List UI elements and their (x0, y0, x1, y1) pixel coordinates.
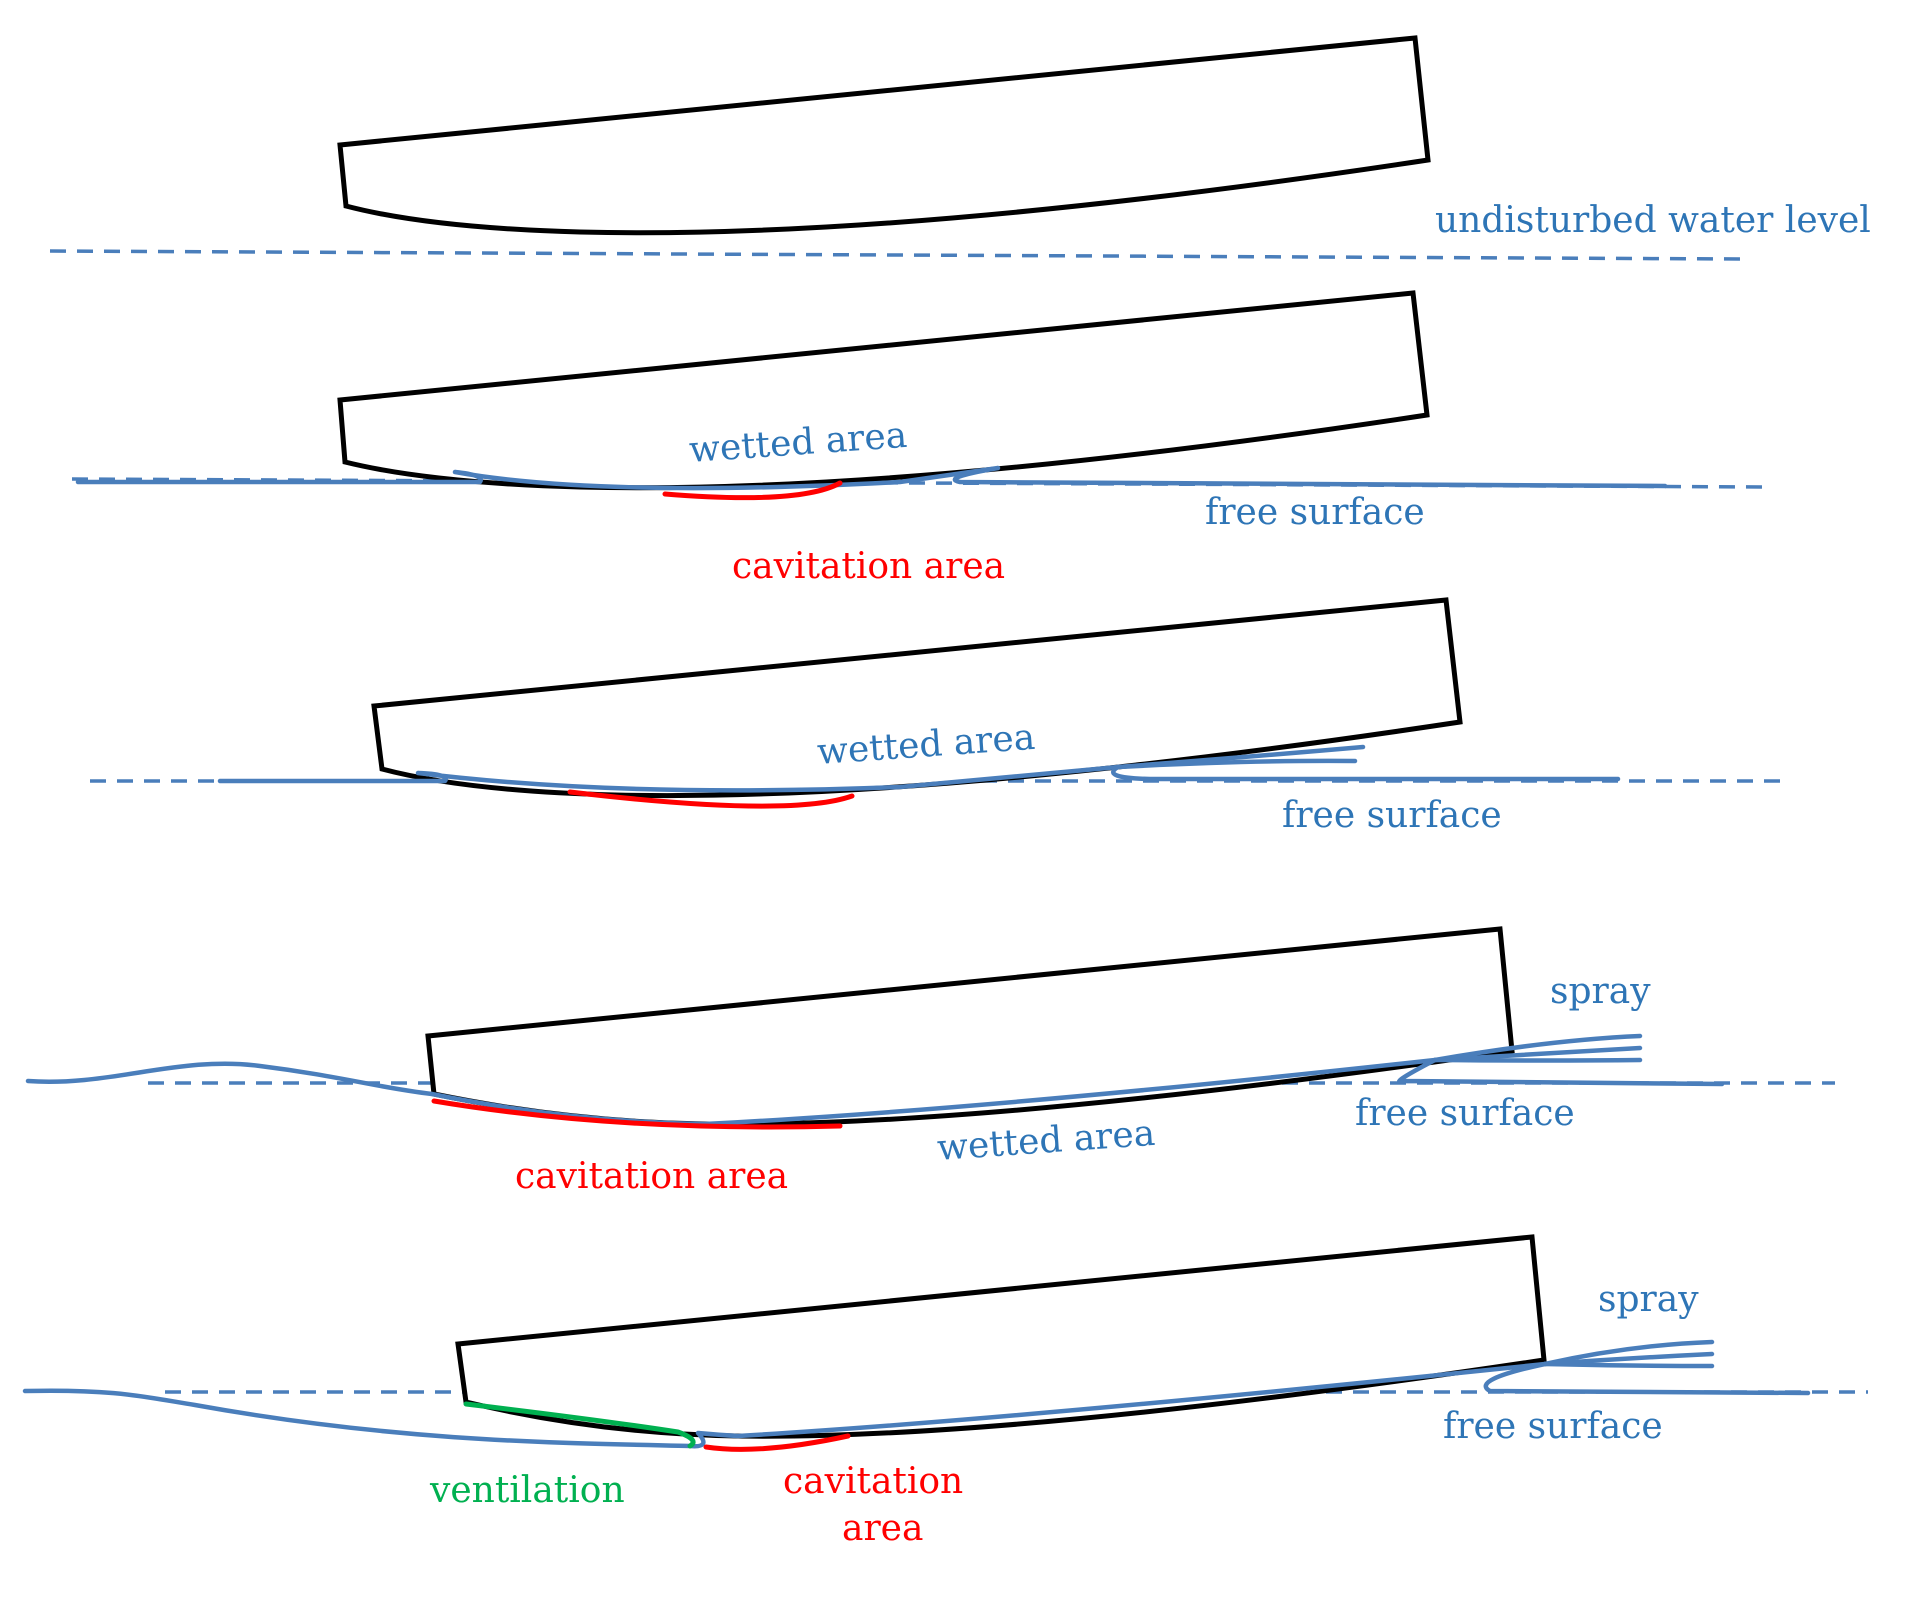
label-cavitation-area-4: cavitation area (515, 1156, 788, 1197)
free-surface-5 (22, 1361, 1811, 1449)
panel-3: wetted area free surface (90, 597, 1780, 836)
label-spray-4: spray (1550, 971, 1651, 1012)
panel-1: undisturbed water level (49, 35, 1871, 261)
undisturbed-water-line (49, 249, 1741, 261)
hull-4 (425, 926, 1515, 1127)
spray-5a (1542, 1339, 1715, 1367)
spray-4c (1432, 1057, 1643, 1063)
hull-2 (337, 290, 1430, 491)
free-surface-3 (217, 764, 1621, 793)
cavitation-3 (567, 789, 855, 809)
panel-4: spray free surface wetted area cavitatio… (25, 926, 1835, 1197)
label-spray-5: spray (1598, 1279, 1699, 1320)
label-undisturbed-water-level: undisturbed water level (1435, 200, 1871, 241)
label-ventilation-5: ventilation (429, 1470, 625, 1511)
label-free-surface-3: free surface (1282, 795, 1502, 836)
label-free-surface-2: free surface (1205, 492, 1425, 533)
spray-4a (1432, 1033, 1643, 1063)
spray-5c (1542, 1361, 1715, 1369)
label-wetted-area-4: wetted area (936, 1113, 1157, 1169)
hull-5 (455, 1234, 1547, 1439)
hull-3 (371, 597, 1463, 799)
label-free-surface-4: free surface (1355, 1093, 1575, 1134)
cavitation-2 (662, 480, 843, 501)
panel-2: wetted area free surface cavitation area (71, 290, 1766, 587)
cavitation-5 (703, 1433, 851, 1452)
cavitation-4 (431, 1098, 843, 1130)
label-area-5: area (842, 1508, 923, 1549)
free-surface-2 (75, 465, 1668, 491)
label-cavitation-5: cavitation (783, 1461, 963, 1502)
ventilation-5 (463, 1401, 696, 1449)
spray-3b (1115, 758, 1358, 770)
label-cavitation-area-2: cavitation area (732, 546, 1005, 587)
hull-1 (337, 35, 1431, 236)
panel-5: spray free surface ventilation cavitatio… (22, 1234, 1868, 1549)
label-free-surface-5: free surface (1443, 1406, 1663, 1447)
